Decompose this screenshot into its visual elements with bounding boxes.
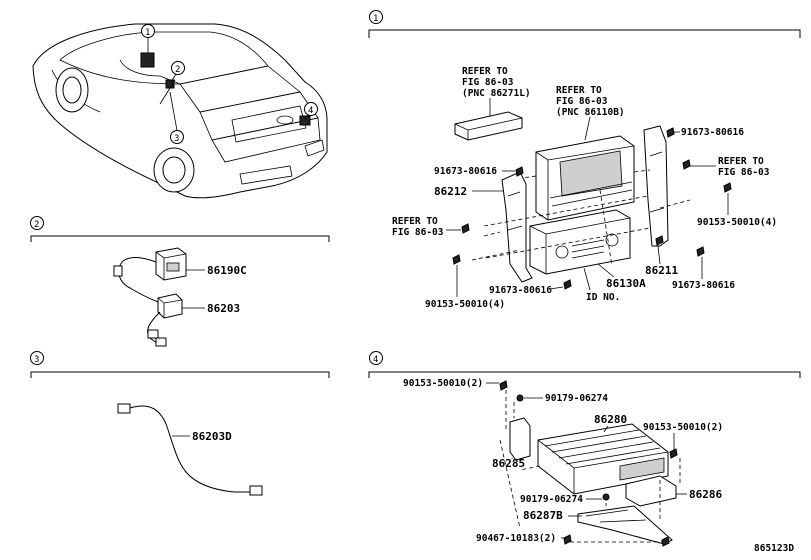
labels-section-4: 90153-50010(2) 90179-06274 86280 90153-5… xyxy=(403,378,723,544)
connector-86203 xyxy=(157,293,183,319)
callout-4-car: 4 xyxy=(304,102,318,120)
svg-text:86203: 86203 xyxy=(207,302,240,315)
bracket-86285 xyxy=(509,417,531,461)
bracket-86212 xyxy=(501,171,533,283)
svg-text:REFER TO: REFER TO xyxy=(718,156,764,167)
svg-text:90467-10183(2): 90467-10183(2) xyxy=(476,533,556,544)
svg-text:FIG 86-03: FIG 86-03 xyxy=(462,77,514,88)
svg-text:90153-50010(2): 90153-50010(2) xyxy=(403,378,483,389)
bracket-86286 xyxy=(625,475,677,507)
assembly-guide-lines-4 xyxy=(499,390,681,529)
svg-text:86203D: 86203D xyxy=(192,430,232,443)
bracket-86287B xyxy=(577,505,673,545)
svg-text:86190C: 86190C xyxy=(207,264,247,277)
svg-text:FIG 86-03: FIG 86-03 xyxy=(392,227,444,238)
amplifier-86280 xyxy=(537,423,669,495)
svg-text:86285: 86285 xyxy=(492,457,525,470)
labels-section-3: 86203D xyxy=(172,430,232,443)
assembly-guide-lines-2 xyxy=(521,169,651,267)
svg-text:91673-80616: 91673-80616 xyxy=(434,166,497,177)
svg-text:1: 1 xyxy=(145,28,150,38)
svg-text:3: 3 xyxy=(174,134,179,144)
svg-text:86286: 86286 xyxy=(689,488,722,501)
assembly-guide-lines xyxy=(471,195,691,261)
callout-3-car: 3 xyxy=(169,91,184,144)
svg-text:90179-06274: 90179-06274 xyxy=(545,393,608,404)
svg-text:FIG 86-03: FIG 86-03 xyxy=(556,96,608,107)
reference-box-86110B: REFER TO FIG 86-03 (PNC 86110B) xyxy=(556,85,625,141)
svg-text:90179-06274: 90179-06274 xyxy=(520,494,583,505)
labels-section-1: 91673-80616 REFER TO FIG 86-03 91673-806… xyxy=(392,127,777,310)
switch-86190C xyxy=(155,247,187,281)
svg-text:4: 4 xyxy=(308,106,313,116)
svg-text:2: 2 xyxy=(34,220,39,230)
svg-text:4: 4 xyxy=(373,355,378,365)
car-illustration xyxy=(32,23,328,199)
svg-text:91673-80616: 91673-80616 xyxy=(489,285,552,296)
bolts-section-1 xyxy=(452,127,732,290)
section-2-header: 2 xyxy=(30,216,330,242)
svg-text:REFER TO: REFER TO xyxy=(462,66,508,77)
svg-text:1: 1 xyxy=(373,14,378,24)
svg-text:(PNC 86110B): (PNC 86110B) xyxy=(556,107,625,118)
svg-text:86280: 86280 xyxy=(594,413,627,426)
section-3-header: 3 xyxy=(30,351,330,378)
svg-text:REFER TO: REFER TO xyxy=(392,216,438,227)
section-4-header: 4 xyxy=(368,351,801,378)
svg-text:86287B: 86287B xyxy=(523,509,563,522)
svg-text:90153-50010(4): 90153-50010(4) xyxy=(697,217,777,228)
svg-text:90153-50010(4): 90153-50010(4) xyxy=(425,299,505,310)
svg-text:3: 3 xyxy=(34,355,39,365)
svg-text:86211: 86211 xyxy=(645,264,678,277)
svg-text:90153-50010(2): 90153-50010(2) xyxy=(643,422,723,433)
svg-text:2: 2 xyxy=(175,65,180,75)
svg-text:91673-80616: 91673-80616 xyxy=(672,280,735,291)
section-1-header: 1 xyxy=(368,10,801,38)
svg-text:86130A: 86130A xyxy=(606,277,646,290)
callout-2-car: 2 xyxy=(170,61,185,83)
bracket-86211 xyxy=(643,125,669,247)
figure-id: 865123D xyxy=(754,543,794,554)
labels-section-2: 86190C 86203 xyxy=(182,264,247,315)
svg-text:FIG 86-03: FIG 86-03 xyxy=(718,167,770,178)
svg-text:ID NO.: ID NO. xyxy=(586,292,620,303)
svg-text:91673-80616: 91673-80616 xyxy=(681,127,744,138)
cable-86203D xyxy=(117,403,263,496)
display-unit xyxy=(535,135,635,221)
svg-text:86212: 86212 xyxy=(434,185,467,198)
svg-text:(PNC 86271L): (PNC 86271L) xyxy=(462,88,531,99)
wire-harness-section-2 xyxy=(113,257,167,347)
svg-text:REFER TO: REFER TO xyxy=(556,85,602,96)
reference-box-86271L: REFER TO FIG 86-03 (PNC 86271L) xyxy=(454,66,531,141)
callout-1-car: 1 xyxy=(141,24,155,53)
audio-head-unit xyxy=(529,209,631,275)
